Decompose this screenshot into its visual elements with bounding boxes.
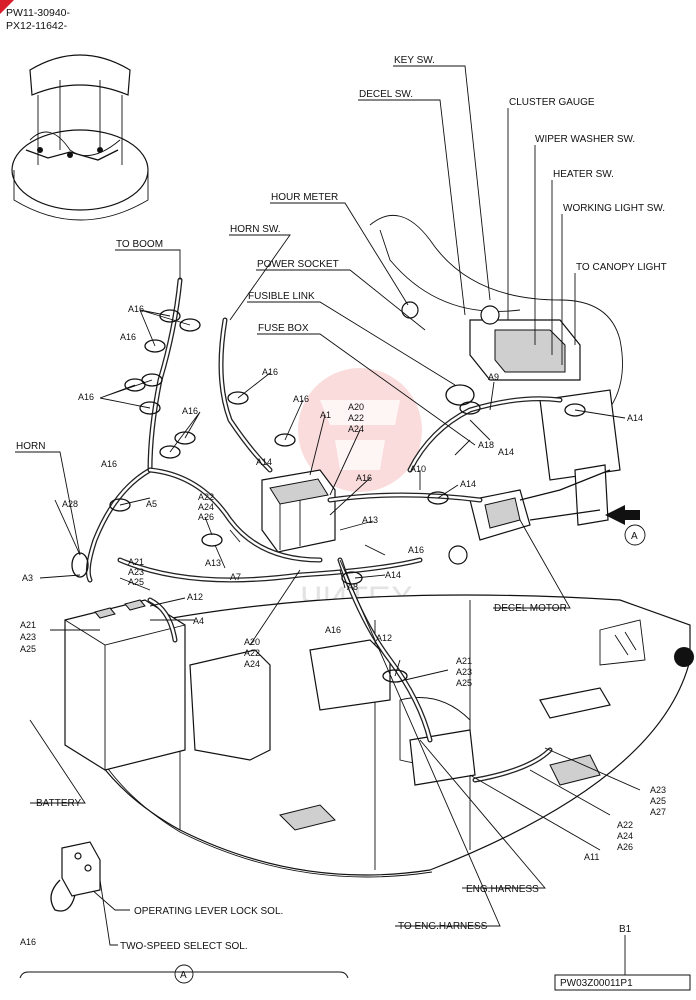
part-a5: A5 <box>146 499 157 509</box>
harness-runs <box>85 277 563 783</box>
part-a26: A26 <box>198 512 214 522</box>
part-a12: A12 <box>187 592 203 602</box>
part-a25: A25 <box>20 644 36 654</box>
part-a9: A9 <box>488 372 499 382</box>
decel-motor <box>448 469 611 565</box>
part-a16: A16 <box>78 392 94 402</box>
label-working-light-sw: WORKING LIGHT SW. <box>563 203 665 214</box>
part-a25: A25 <box>128 577 144 587</box>
label-hour-meter: HOUR METER <box>271 192 338 203</box>
view-marker-a-bottom: A <box>180 970 187 981</box>
battery <box>64 599 186 771</box>
label-to-eng-harness: TO ENG.HARNESS <box>398 921 488 932</box>
part-a4: A4 <box>193 616 204 626</box>
part-a14: A14 <box>256 457 272 467</box>
part-a22: A22 <box>244 648 260 658</box>
part-a27: A27 <box>650 807 666 817</box>
part-a21: A21 <box>456 656 472 666</box>
callout-labels: KEY SW. DECEL SW. CLUSTER GAUGE WIPER WA… <box>16 55 667 952</box>
part-a16: A16 <box>101 459 117 469</box>
part-a16: A16 <box>182 406 198 416</box>
dashboard <box>369 215 623 526</box>
part-a8: A8 <box>347 582 358 592</box>
part-a16: A16 <box>20 937 36 947</box>
serial-2: PX12-11642- <box>6 20 68 32</box>
label-to-canopy-light: TO CANOPY LIGHT <box>576 262 667 273</box>
part-a16: A16 <box>120 332 136 342</box>
part-a26: A26 <box>617 842 633 852</box>
label-key-sw: KEY SW. <box>394 55 435 66</box>
solenoid-inset <box>19 841 349 979</box>
part-a25: A25 <box>456 678 472 688</box>
part-a18: A18 <box>478 440 494 450</box>
corner-mark <box>0 0 14 14</box>
label-cluster-gauge: CLUSTER GAUGE <box>509 97 595 108</box>
label-operating-lever-lock-sol: OPERATING LEVER LOCK SOL. <box>134 906 283 917</box>
part-a14: A14 <box>460 479 476 489</box>
part-a16: A16 <box>128 304 144 314</box>
view-marker-a-arrow: A <box>631 531 638 542</box>
drawing-number: PW03Z00011P1 <box>560 978 633 989</box>
part-a13: A13 <box>362 515 378 525</box>
drawing-number-box <box>554 974 691 991</box>
part-a28: A28 <box>62 499 78 509</box>
label-power-socket: POWER SOCKET <box>257 259 339 270</box>
part-a11: A11 <box>584 852 599 862</box>
part-a13: A13 <box>205 558 221 568</box>
part-a12: A12 <box>376 633 392 643</box>
label-two-speed-select-sol: TWO-SPEED SELECT SOL. <box>120 941 248 952</box>
part-a16: A16 <box>262 367 278 377</box>
label-fuse-box: FUSE BOX <box>258 323 309 334</box>
part-a20: A20 <box>348 402 364 412</box>
part-a24: A24 <box>198 502 214 512</box>
part-a7: A7 <box>230 572 241 582</box>
part-a21: A21 <box>128 557 144 567</box>
part-a23: A23 <box>20 632 36 642</box>
part-labels: A16 A16 A16 A16 A16 A16 A16 A16 A16 A16 … <box>20 304 666 947</box>
leader-lines <box>15 65 641 975</box>
view-a-arrow <box>605 505 646 546</box>
label-horn: HORN <box>16 441 45 452</box>
part-a16: A16 <box>293 394 309 404</box>
part-a25: A25 <box>650 796 666 806</box>
part-a20: A20 <box>244 637 260 647</box>
part-a1: A1 <box>320 410 331 420</box>
part-a24: A24 <box>617 831 633 841</box>
machine-inset <box>11 54 149 221</box>
sheet-id: B1 <box>619 924 632 935</box>
part-a22: A22 <box>198 492 214 502</box>
part-a14: A14 <box>498 447 514 457</box>
label-battery: BATTERY <box>36 798 82 809</box>
part-a23: A23 <box>456 667 472 677</box>
part-a10: A10 <box>410 464 426 474</box>
part-a14: A14 <box>627 413 643 423</box>
part-a21: A21 <box>20 620 36 630</box>
label-decel-sw: DECEL SW. <box>359 89 413 100</box>
part-a22: A22 <box>617 820 633 830</box>
label-horn-sw: HORN SW. <box>230 224 281 235</box>
part-a23: A23 <box>128 567 144 577</box>
label-eng-harness: ENG.HARNESS <box>466 884 539 895</box>
part-a24: A24 <box>348 424 364 434</box>
part-a24: A24 <box>244 659 260 669</box>
fuse-box <box>261 469 336 553</box>
part-a14: A14 <box>385 570 401 580</box>
part-a23: A23 <box>650 785 666 795</box>
part-a16: A16 <box>356 473 372 483</box>
serial-1: PW11-30940- <box>6 7 71 19</box>
part-a22: A22 <box>348 413 364 423</box>
label-fusible-link: FUSIBLE LINK <box>248 291 315 302</box>
label-to-boom: TO BOOM <box>116 239 163 250</box>
label-decel-motor: DECEL MOTOR <box>494 603 567 614</box>
view-marker-a-circle <box>174 964 194 984</box>
part-a16: A16 <box>325 625 341 635</box>
machine-frame <box>69 594 694 878</box>
label-heater-sw: HEATER SW. <box>553 169 614 180</box>
label-wiper-washer-sw: WIPER WASHER SW. <box>535 134 635 145</box>
part-a16: A16 <box>408 545 424 555</box>
part-a3: A3 <box>22 573 33 583</box>
